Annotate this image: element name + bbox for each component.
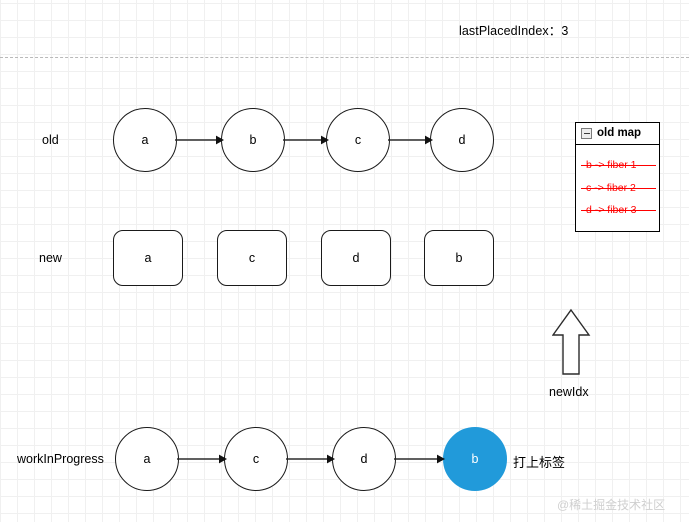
- row-label-new: new: [39, 251, 62, 265]
- new-node-a-label: a: [144, 251, 152, 265]
- wip-node-b-annotation: 打上标签: [513, 455, 566, 470]
- old-map-entry-c: c -> fiber 2: [576, 177, 659, 200]
- old-node-b-label: b: [249, 133, 257, 147]
- old-node-a-label: a: [141, 133, 149, 147]
- wip-node-c: c: [224, 427, 288, 491]
- old-map-title: old map: [597, 126, 642, 139]
- wip-node-a: a: [115, 427, 179, 491]
- wip-arrow-c-to-d: [286, 454, 335, 464]
- dashed-guide-line: [0, 57, 689, 58]
- new-node-c-label: c: [248, 251, 256, 265]
- wip-node-b-highlighted: b: [443, 427, 507, 491]
- new-node-c: c: [217, 230, 287, 286]
- up-block-arrow-icon: [552, 308, 591, 375]
- wip-arrow-d-to-b: [394, 454, 445, 464]
- new-node-b: b: [424, 230, 494, 286]
- old-map-entry-b: b -> fiber 1: [576, 154, 659, 177]
- new-node-d-label: d: [352, 251, 360, 265]
- wip-node-c-label: c: [252, 452, 260, 466]
- new-node-b-label: b: [455, 251, 463, 265]
- row-label-old: old: [42, 133, 59, 147]
- old-map-entries: b -> fiber 1 c -> fiber 2 d -> fiber 3: [576, 145, 659, 231]
- wip-node-b-label: b: [471, 452, 479, 466]
- old-arrow-b-to-c: [283, 135, 329, 145]
- wip-arrow-a-to-c: [177, 454, 227, 464]
- old-node-b: b: [221, 108, 285, 172]
- old-map-entry-d-text: d -> fiber 3: [586, 204, 637, 216]
- old-node-d-label: d: [458, 133, 466, 147]
- new-idx-label: newIdx: [549, 385, 589, 399]
- wip-node-d-label: d: [360, 452, 368, 466]
- new-node-d: d: [321, 230, 391, 286]
- old-map-entry-d: d -> fiber 3: [576, 199, 659, 222]
- old-map-entry-b-text: b -> fiber 1: [586, 159, 637, 171]
- wip-node-d: d: [332, 427, 396, 491]
- wip-node-a-label: a: [143, 452, 151, 466]
- old-node-c-label: c: [354, 133, 362, 147]
- old-arrow-c-to-d: [388, 135, 433, 145]
- old-node-c: c: [326, 108, 390, 172]
- old-node-d: d: [430, 108, 494, 172]
- strikethrough-line: [581, 210, 656, 212]
- last-placed-index-label: lastPlacedIndex：3: [459, 24, 569, 38]
- old-map-header[interactable]: old map: [576, 123, 659, 145]
- old-arrow-a-to-b: [175, 135, 224, 145]
- old-map-panel: old map b -> fiber 1 c -> fiber 2 d -> f…: [575, 122, 660, 232]
- new-node-a: a: [113, 230, 183, 286]
- watermark: @稀土掘金技术社区: [557, 498, 666, 512]
- old-node-a: a: [113, 108, 177, 172]
- minus-box-icon[interactable]: [581, 128, 592, 139]
- row-label-work-in-progress: workInProgress: [17, 452, 104, 466]
- old-map-entry-c-text: c -> fiber 2: [586, 181, 636, 194]
- strikethrough-line: [581, 187, 656, 189]
- strikethrough-line: [581, 165, 656, 167]
